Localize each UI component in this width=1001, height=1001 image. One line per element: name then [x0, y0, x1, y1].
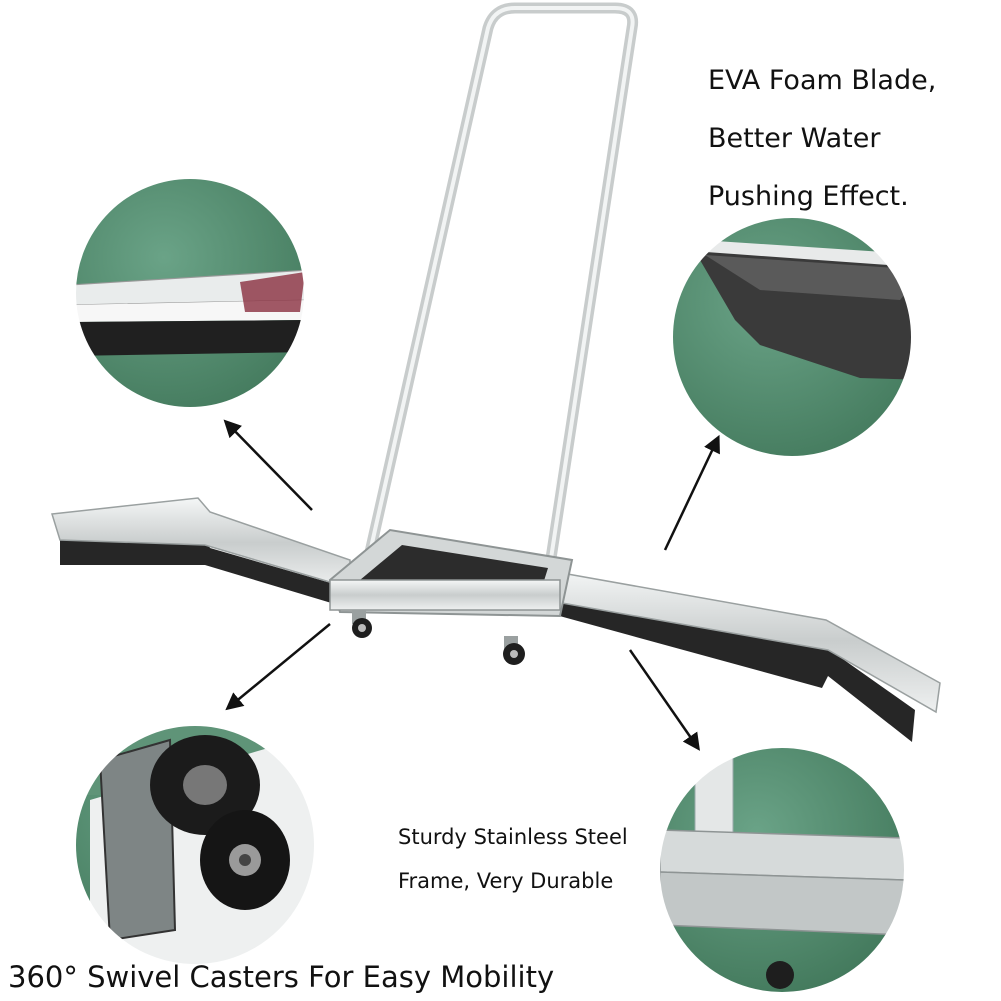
arrow-to-eva-foam: [663, 434, 720, 551]
arrow-to-caster: [225, 623, 331, 711]
caption-line: Better Water: [708, 123, 881, 154]
callout-arrows: [223, 419, 720, 751]
caption-eva-foam-blade: EVA Foam Blade, Better Water Pushing Eff…: [708, 52, 936, 226]
caption-swivel-casters: 360° Swivel Casters For Easy Mobility: [8, 960, 555, 994]
arrow-to-frame: [628, 649, 700, 751]
squeegee-main: [51, 2, 941, 742]
detail-blade-edge: [74, 177, 306, 409]
detail-eva-foam: [671, 216, 913, 458]
right-blade-rubber: [545, 585, 915, 742]
left-blade-rubber: [60, 530, 348, 608]
caption-line: Sturdy Stainless Steel: [398, 825, 628, 849]
arrow-to-blade-edge: [223, 419, 313, 511]
detail-swivel-caster: [74, 724, 316, 966]
caster-right: [503, 636, 525, 665]
caption-line: Frame, Very Durable: [398, 869, 614, 893]
detail-steel-frame: [658, 746, 906, 994]
caption-line: Pushing Effect.: [708, 181, 909, 212]
caster-left: [352, 610, 372, 638]
caption-line: EVA Foam Blade,: [708, 65, 937, 96]
caption-steel-frame: Sturdy Stainless Steel Frame, Very Durab…: [398, 815, 628, 903]
